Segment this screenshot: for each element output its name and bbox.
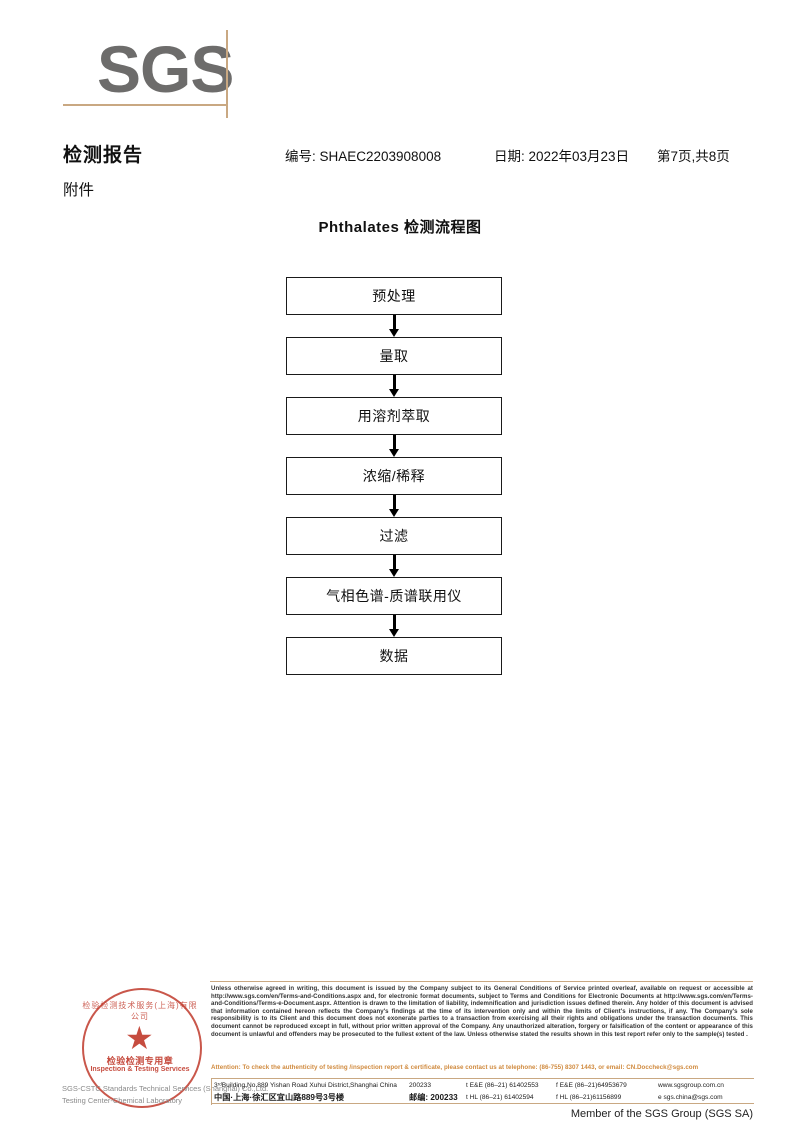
arrow-shaft	[392, 555, 396, 571]
stamp-overlay-lab: Testing Center-Chemical Laboratory	[62, 1096, 183, 1105]
arrow-shaft	[392, 495, 396, 511]
report-date: 日期: 2022年03月23日	[494, 149, 630, 164]
report-number: 编号: SHAEC2203908008	[285, 149, 442, 164]
flow-step-box: 量取	[286, 337, 502, 375]
zip-english: 200233	[409, 1082, 432, 1089]
flow-arrow-icon	[286, 555, 502, 577]
arrow-head	[388, 569, 399, 577]
telephone-hl: t HL (86–21) 61402594	[466, 1094, 534, 1101]
flow-arrow-icon	[286, 435, 502, 457]
star-icon: ★	[125, 1020, 154, 1056]
official-stamp: 检验检测技术服务(上海)有限公司 ★ 检验检测专用章 Inspection & …	[62, 988, 268, 1108]
footer-divider	[210, 981, 753, 982]
page-title: 检测报告	[63, 145, 144, 166]
arrow-shaft	[392, 435, 396, 451]
flow-step-box: 浓缩/稀释	[286, 457, 502, 495]
attachment-label: 附件	[63, 182, 95, 199]
stamp-english-text: Inspection & Testing Services	[90, 1066, 190, 1073]
email-link[interactable]: e sgs.china@sgs.com	[658, 1094, 723, 1101]
attention-notice: Attention: To check the authenticity of …	[211, 1064, 699, 1071]
flow-arrow-icon	[286, 375, 502, 397]
flow-step-label: 量取	[379, 348, 409, 364]
flow-step-label: 数据	[379, 648, 409, 664]
website-link[interactable]: www.sgsgroup.com.cn	[658, 1082, 724, 1089]
arrow-shaft	[392, 375, 396, 391]
logo-horizontal-rule	[63, 104, 228, 106]
arrow-head	[388, 449, 399, 457]
stamp-arc-text: 检验检测技术服务(上海)有限公司	[82, 1001, 198, 1021]
arrow-shaft	[392, 615, 396, 631]
arrow-head	[388, 509, 399, 517]
stamp-chinese-text: 检验检测专用章	[106, 1056, 174, 1066]
flow-step-box: 数据	[286, 637, 502, 675]
fax-hl: f HL (86–21)61156899	[556, 1094, 622, 1101]
flow-arrow-icon	[286, 315, 502, 337]
logo-vertical-rule	[226, 30, 228, 118]
flow-step-box: 气相色谱-质谱联用仪	[286, 577, 502, 615]
stamp-overlay-company: SGS-CSTC Standards Technical Services (S…	[62, 1084, 269, 1093]
flow-step-label: 预处理	[372, 288, 416, 304]
flow-arrow-icon	[286, 495, 502, 517]
flow-step-label: 过滤	[379, 528, 409, 544]
report-footer: Unless otherwise agreed in writing, this…	[0, 975, 800, 1131]
arrow-head	[388, 389, 399, 397]
flow-step-label: 用溶剂萃取	[357, 408, 431, 424]
flow-step-box: 预处理	[286, 277, 502, 315]
page-number: 第7页,共8页	[657, 149, 730, 164]
sgs-logo: SGS	[63, 30, 298, 118]
flow-arrow-icon	[286, 615, 502, 637]
flow-step-box: 过滤	[286, 517, 502, 555]
arrow-head	[388, 329, 399, 337]
member-of-group-text: Member of the SGS Group (SGS SA)	[570, 1108, 753, 1120]
legal-disclaimer-text: Unless otherwise agreed in writing, this…	[211, 985, 753, 1038]
flow-step-box: 用溶剂萃取	[286, 397, 502, 435]
stamp-circle-border	[82, 988, 202, 1108]
telephone-ee: t E&E (86–21) 61402553	[466, 1082, 539, 1089]
sgs-logo-text: SGS	[97, 32, 234, 106]
address-row-english: 3ʳᵈBuilding,No.889 Yishan Road Xuhui Dis…	[211, 1080, 754, 1093]
address-block: 3ʳᵈBuilding,No.889 Yishan Road Xuhui Dis…	[211, 1078, 754, 1105]
flowchart-title: Phthalates 检测流程图	[318, 219, 482, 236]
arrow-head	[388, 629, 399, 637]
address-left-divider	[211, 1079, 212, 1105]
arrow-shaft	[392, 315, 396, 331]
fax-ee: f E&E (86–21)64953679	[556, 1082, 627, 1089]
report-header: 检测报告 编号: SHAEC2203908008 日期: 2022年03月23日…	[63, 140, 753, 200]
address-row-chinese: 中国·上海·徐汇区宜山路889号3号楼 邮编: 200233 t HL (86–…	[211, 1092, 754, 1105]
address-english: 3ʳᵈBuilding,No.889 Yishan Road Xuhui Dis…	[214, 1082, 397, 1089]
flow-step-label: 浓缩/稀释	[362, 468, 426, 484]
address-chinese: 中国·上海·徐汇区宜山路889号3号楼	[214, 1093, 345, 1102]
flowchart: 预处理 量取 用溶剂萃取 浓缩/稀释 过滤	[286, 277, 504, 675]
flow-step-label: 气相色谱-质谱联用仪	[326, 588, 462, 604]
zip-chinese: 邮编: 200233	[409, 1093, 458, 1102]
